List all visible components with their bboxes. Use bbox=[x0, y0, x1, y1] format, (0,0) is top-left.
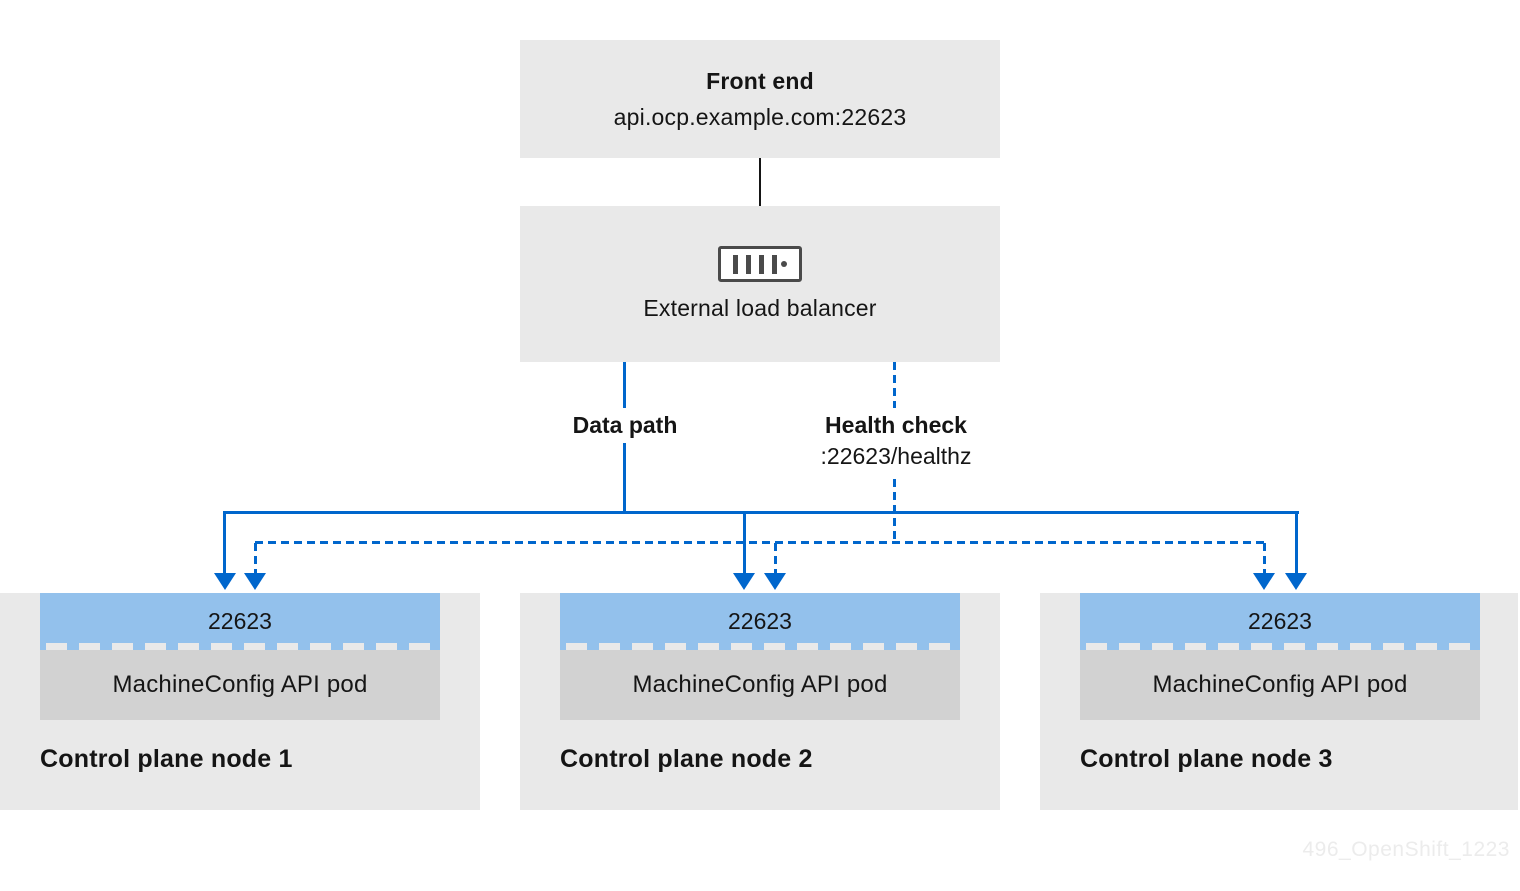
node3-pod-box: MachineConfig API pod bbox=[1080, 650, 1480, 720]
control-plane-node-3-box: 22623 MachineConfig API pod Control plan… bbox=[1040, 593, 1518, 810]
health-check-drop-node2 bbox=[774, 543, 777, 574]
load-balancer-label: External load balancer bbox=[643, 295, 877, 321]
health-check-label-text: Health check bbox=[825, 412, 967, 438]
control-plane-node-1-box: 22623 MachineConfig API pod Control plan… bbox=[0, 593, 480, 810]
node3-port: 22623 bbox=[1248, 608, 1312, 634]
server-icon-led bbox=[781, 261, 787, 267]
node1-port-box: 22623 bbox=[40, 593, 440, 650]
health-check-arrow-node1 bbox=[244, 573, 266, 590]
front-end-address: api.ocp.example.com:22623 bbox=[613, 103, 907, 130]
watermark: 496_OpenShift_1223 bbox=[1302, 838, 1510, 861]
node1-pod-label: MachineConfig API pod bbox=[112, 671, 368, 698]
data-path-arrow-node3 bbox=[1285, 573, 1307, 590]
node1-port-divider bbox=[40, 643, 440, 650]
front-end-title: Front end bbox=[706, 67, 814, 94]
health-check-drop-node1 bbox=[254, 543, 257, 574]
health-check-arrow-node2 bbox=[764, 573, 786, 590]
server-icon-bar bbox=[733, 254, 738, 274]
control-plane-node-2-box: 22623 MachineConfig API pod Control plan… bbox=[520, 593, 1000, 810]
node2-pod-box: MachineConfig API pod bbox=[560, 650, 960, 720]
node3-port-box: 22623 bbox=[1080, 593, 1480, 650]
front-end-to-lb-connector bbox=[759, 158, 761, 206]
server-icon-bar bbox=[746, 254, 751, 274]
server-icon bbox=[718, 246, 802, 282]
node3-port-divider bbox=[1080, 643, 1480, 650]
data-path-horizontal-line bbox=[224, 511, 1299, 514]
node1-port: 22623 bbox=[208, 608, 272, 634]
health-check-arrow-node3 bbox=[1253, 573, 1275, 590]
health-check-label: Health check :22623/healthz bbox=[810, 408, 982, 474]
load-balancer-box: External load balancer bbox=[520, 206, 1000, 362]
health-check-endpoint-text: :22623/healthz bbox=[820, 443, 972, 469]
data-path-drop-node2 bbox=[743, 514, 746, 574]
node2-label: Control plane node 2 bbox=[560, 745, 813, 773]
node2-port-divider bbox=[560, 643, 960, 650]
health-check-horizontal-line bbox=[255, 541, 1266, 544]
server-icon-bar bbox=[759, 254, 764, 274]
server-icon-bar bbox=[772, 254, 777, 274]
node2-pod-label: MachineConfig API pod bbox=[632, 671, 888, 698]
node2-port: 22623 bbox=[728, 608, 792, 634]
node3-pod-label: MachineConfig API pod bbox=[1152, 671, 1408, 698]
node1-pod-box: MachineConfig API pod bbox=[40, 650, 440, 720]
data-path-label: Data path bbox=[562, 408, 688, 443]
node2-port-box: 22623 bbox=[560, 593, 960, 650]
front-end-box: Front end api.ocp.example.com:22623 bbox=[520, 40, 1000, 158]
health-check-drop-node3 bbox=[1263, 543, 1266, 574]
data-path-drop-node1 bbox=[223, 511, 226, 574]
data-path-arrow-node1 bbox=[214, 573, 236, 590]
node3-label: Control plane node 3 bbox=[1080, 745, 1333, 773]
data-path-arrow-node2 bbox=[733, 573, 755, 590]
node1-label: Control plane node 1 bbox=[40, 745, 293, 773]
data-path-label-text: Data path bbox=[572, 412, 678, 438]
data-path-drop-node3 bbox=[1295, 511, 1298, 574]
